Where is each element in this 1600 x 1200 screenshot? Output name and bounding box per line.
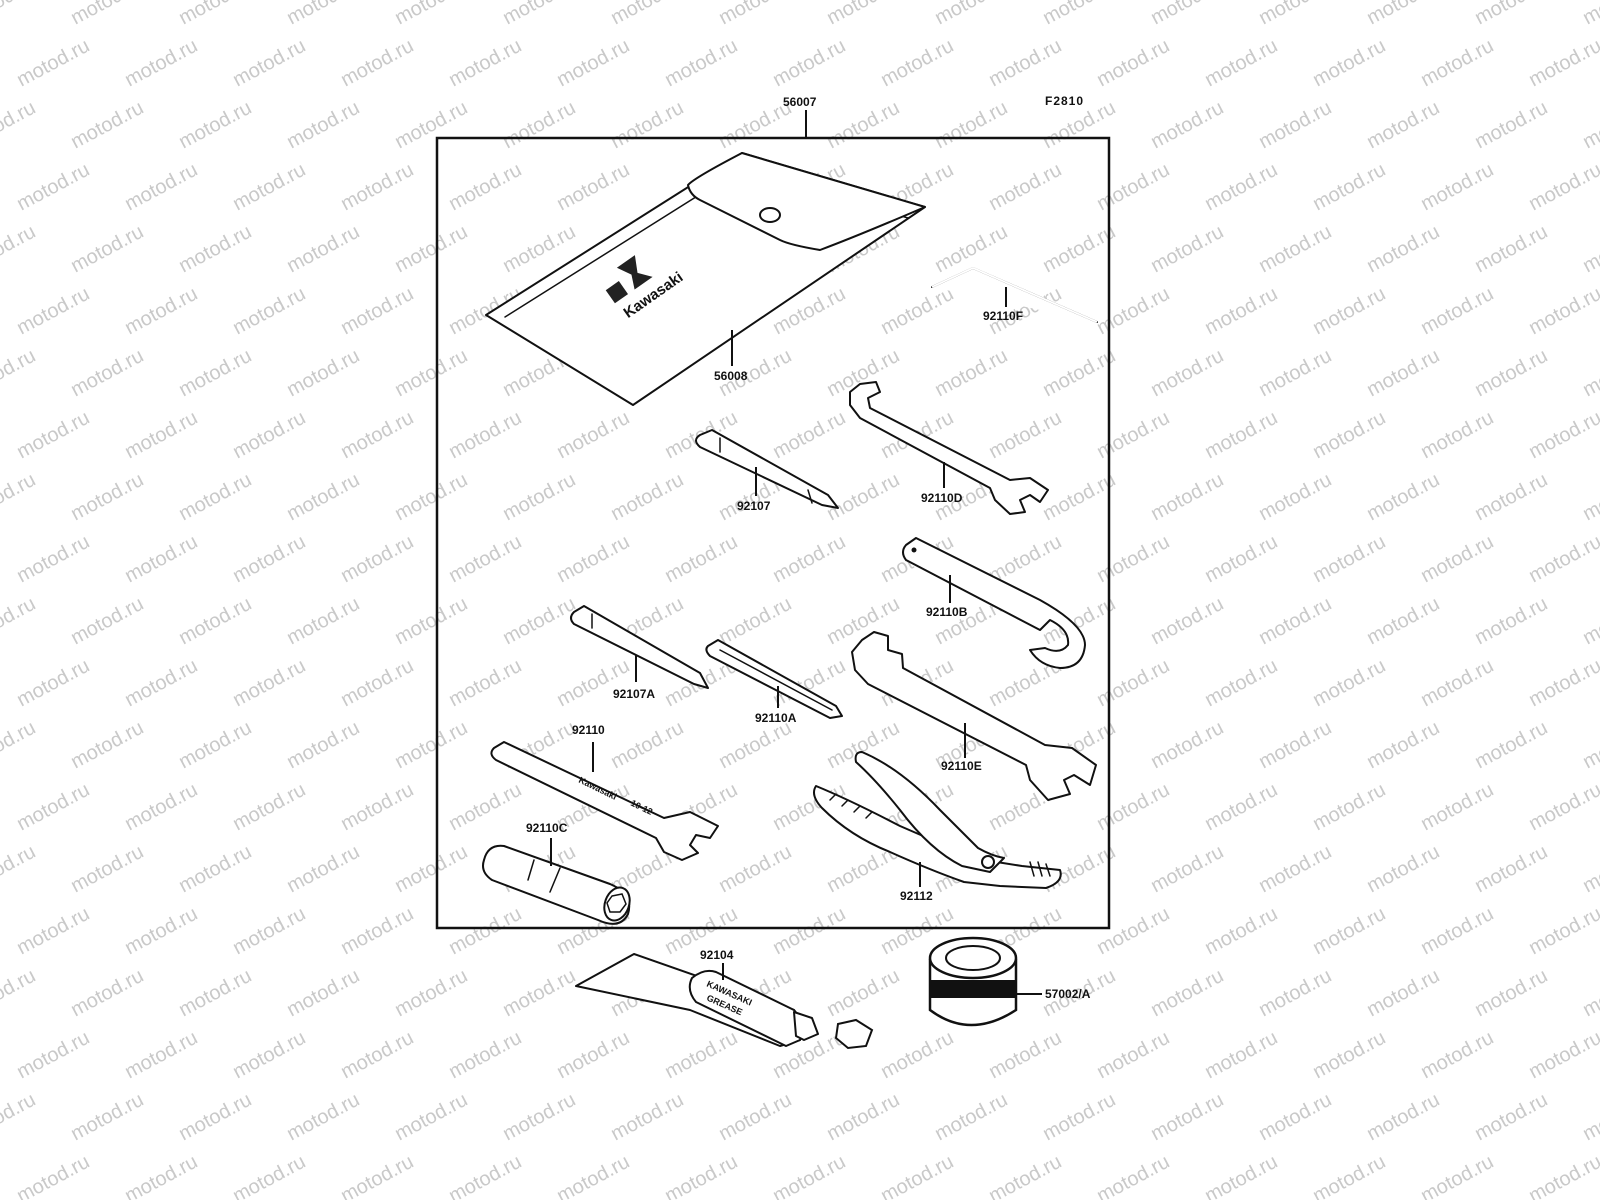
pliers[interactable] — [813, 751, 1062, 889]
open-end-wrench-e[interactable] — [851, 631, 1097, 801]
pliers-jaw-teeth — [1029, 861, 1051, 877]
part-label-92110F: 92110F — [983, 309, 1023, 323]
part-label-56007: 56007 — [783, 95, 817, 109]
part-label-92104: 92104 — [700, 948, 734, 962]
open-end-wrench-d[interactable] — [849, 381, 1049, 515]
tape-roll[interactable] — [928, 936, 1018, 1027]
spark-plug-socket[interactable] — [482, 844, 634, 925]
part-label-92110E: 92110E — [941, 759, 982, 773]
part-label-56008: 56008 — [714, 369, 748, 383]
part-label-92110: 92110 — [572, 723, 605, 737]
part-label-92110C: 92110C — [526, 821, 568, 835]
figure-code: F2810 — [1045, 94, 1084, 108]
flat-wrench-a[interactable] — [705, 639, 843, 719]
kit-frame — [435, 136, 1111, 930]
screwdriver[interactable] — [695, 429, 839, 509]
part-label-92110D: 92110D — [921, 491, 963, 505]
part-label-92112: 92112 — [900, 889, 933, 903]
part-label-92107: 92107 — [737, 499, 771, 513]
part-label-92110B: 92110B — [926, 605, 968, 619]
tube-cap-icon — [834, 1018, 874, 1050]
part-label-92110A: 92110A — [755, 711, 797, 725]
screwdriver-a[interactable] — [570, 605, 709, 689]
tool-pouch[interactable]: Kawasaki — [485, 152, 926, 406]
grease-tube[interactable]: KAWASAKI GREASE — [575, 953, 874, 1050]
pliers-handle-grip — [829, 793, 873, 819]
hook-spanner[interactable] — [902, 537, 1086, 669]
part-label-57002A: 57002/A — [1045, 987, 1091, 1001]
snap-button-icon — [759, 207, 781, 223]
hex-key[interactable] — [931, 266, 1098, 323]
open-end-wrench[interactable]: Kawasaki 10-12 — [490, 741, 719, 861]
part-label-92107A: 92107A — [613, 687, 655, 701]
